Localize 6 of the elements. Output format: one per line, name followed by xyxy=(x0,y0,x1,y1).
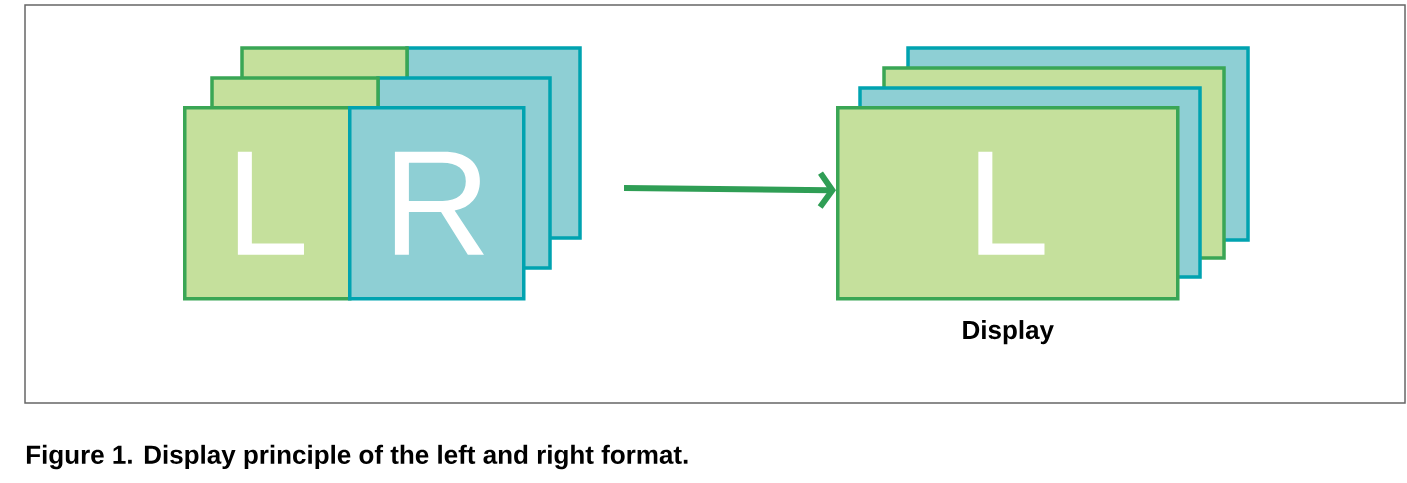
arrow xyxy=(623,171,836,209)
caption: Figure 1. Display principle of the left and right format. xyxy=(26,444,688,470)
node-caption: Display xyxy=(963,320,1054,345)
frame-box: L xyxy=(183,106,352,301)
frame-box: R xyxy=(348,106,526,301)
frame-box: L xyxy=(836,106,1180,301)
